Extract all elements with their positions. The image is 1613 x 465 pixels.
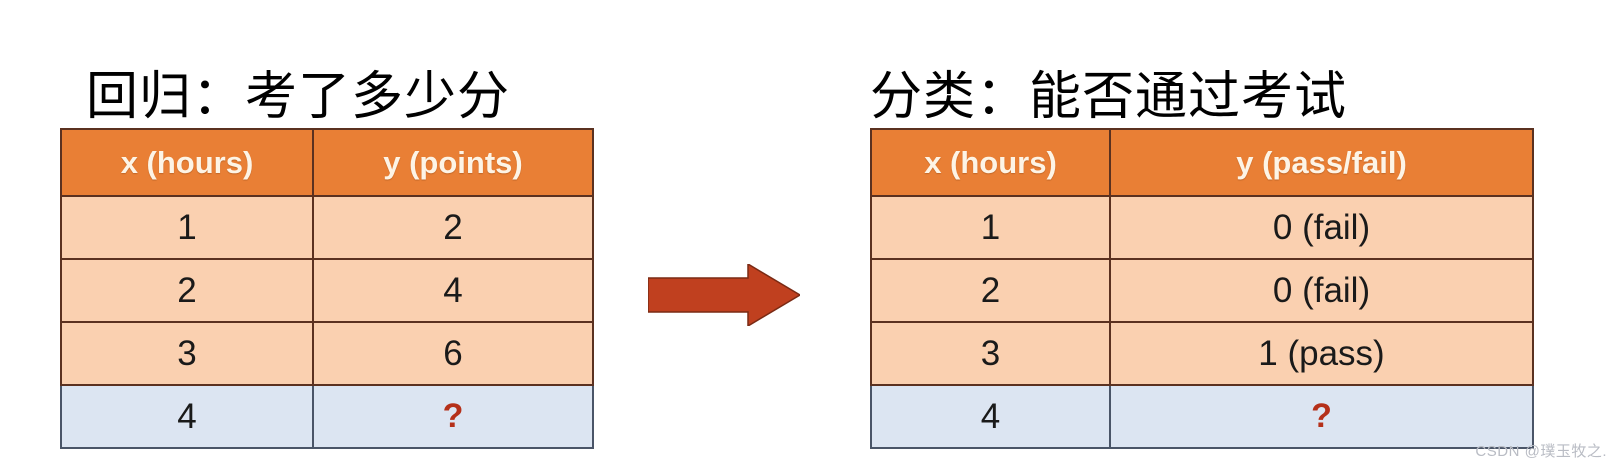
regression-cell-x: 2 <box>60 258 314 323</box>
classification-table-header: x (hours) y (pass/fail) <box>870 128 1534 197</box>
table-row-prediction: 4 ? <box>60 384 594 449</box>
regression-unknown-marker: ? <box>312 384 594 449</box>
classification-table: x (hours) y (pass/fail) 1 0 (fail) 2 0 (… <box>870 128 1534 449</box>
classification-cell-x: 3 <box>870 321 1111 386</box>
classification-cell-y: 0 (fail) <box>1109 195 1534 260</box>
classification-unknown-marker: ? <box>1109 384 1534 449</box>
table-row: 3 1 (pass) <box>870 321 1534 386</box>
regression-header-x: x (hours) <box>60 128 314 197</box>
classification-cell-y: 1 (pass) <box>1109 321 1534 386</box>
regression-table-header: x (hours) y (points) <box>60 128 594 197</box>
classification-cell-x: 4 <box>870 384 1111 449</box>
regression-cell-x: 3 <box>60 321 314 386</box>
table-header-row: x (hours) y (points) <box>60 128 594 197</box>
classification-header-y: y (pass/fail) <box>1109 128 1534 197</box>
regression-cell-y: 4 <box>312 258 594 323</box>
classification-cell-x: 2 <box>870 258 1111 323</box>
classification-panel-title: 分类：能否通过考试 <box>870 68 1348 127</box>
regression-cell-y: 2 <box>312 195 594 260</box>
table-row: 1 0 (fail) <box>870 195 1534 260</box>
classification-cell-x: 1 <box>870 195 1111 260</box>
classification-table-body: 1 0 (fail) 2 0 (fail) 3 1 (pass) 4 ? <box>870 195 1534 449</box>
regression-header-y: y (points) <box>312 128 594 197</box>
regression-table-body: 1 2 2 4 3 6 4 ? <box>60 195 594 449</box>
regression-table: x (hours) y (points) 1 2 2 4 3 6 4 ? <box>60 128 594 449</box>
table-header-row: x (hours) y (pass/fail) <box>870 128 1534 197</box>
right-arrow-icon <box>647 262 802 328</box>
watermark: CSDN @璞玉牧之. <box>1475 443 1607 460</box>
regression-panel-title: 回归：考了多少分 <box>86 68 511 127</box>
regression-cell-x: 4 <box>60 384 314 449</box>
table-row: 2 4 <box>60 258 594 323</box>
regression-cell-y: 6 <box>312 321 594 386</box>
classification-header-x: x (hours) <box>870 128 1111 197</box>
regression-cell-x: 1 <box>60 195 314 260</box>
table-row: 3 6 <box>60 321 594 386</box>
table-row-prediction: 4 ? <box>870 384 1534 449</box>
table-row: 1 2 <box>60 195 594 260</box>
classification-cell-y: 0 (fail) <box>1109 258 1534 323</box>
table-row: 2 0 (fail) <box>870 258 1534 323</box>
